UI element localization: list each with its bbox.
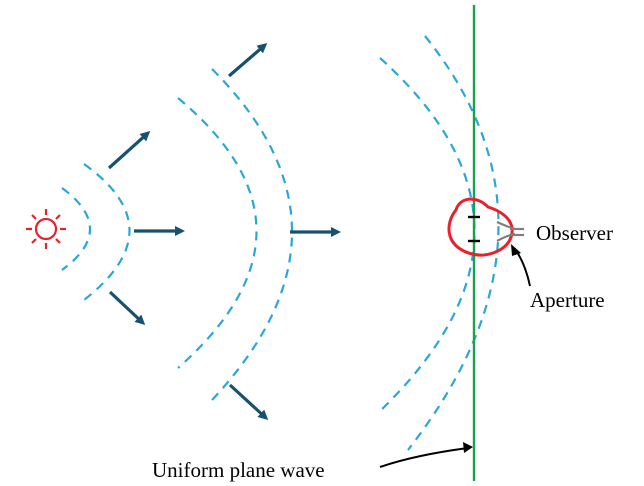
wavefront-6 <box>407 35 500 451</box>
wavefront-1 <box>61 187 91 271</box>
plane-wave-pointer <box>379 447 469 468</box>
arrow-inner-down <box>108 290 146 326</box>
observer-label: Observer <box>536 221 613 245</box>
aperture-pointer <box>514 248 531 287</box>
plane-wave-pointer-head <box>463 442 473 453</box>
plane-wave-label: Uniform plane wave <box>152 458 325 482</box>
aperture-slit-marks <box>468 215 480 243</box>
arrow-middle-down <box>228 383 269 421</box>
wavefront-4 <box>211 68 293 401</box>
arrow-inner-up <box>107 130 151 170</box>
wavefront-2 <box>83 163 131 301</box>
aperture-outline <box>447 197 514 257</box>
aperture-pointer-head <box>511 244 521 256</box>
sun-source-icon <box>26 209 66 249</box>
wavefront-3 <box>177 97 258 369</box>
wavefront-5 <box>377 57 476 414</box>
observer-icon <box>496 220 524 242</box>
aperture-label: Aperture <box>530 288 605 312</box>
arrow-middle-up <box>227 43 268 78</box>
